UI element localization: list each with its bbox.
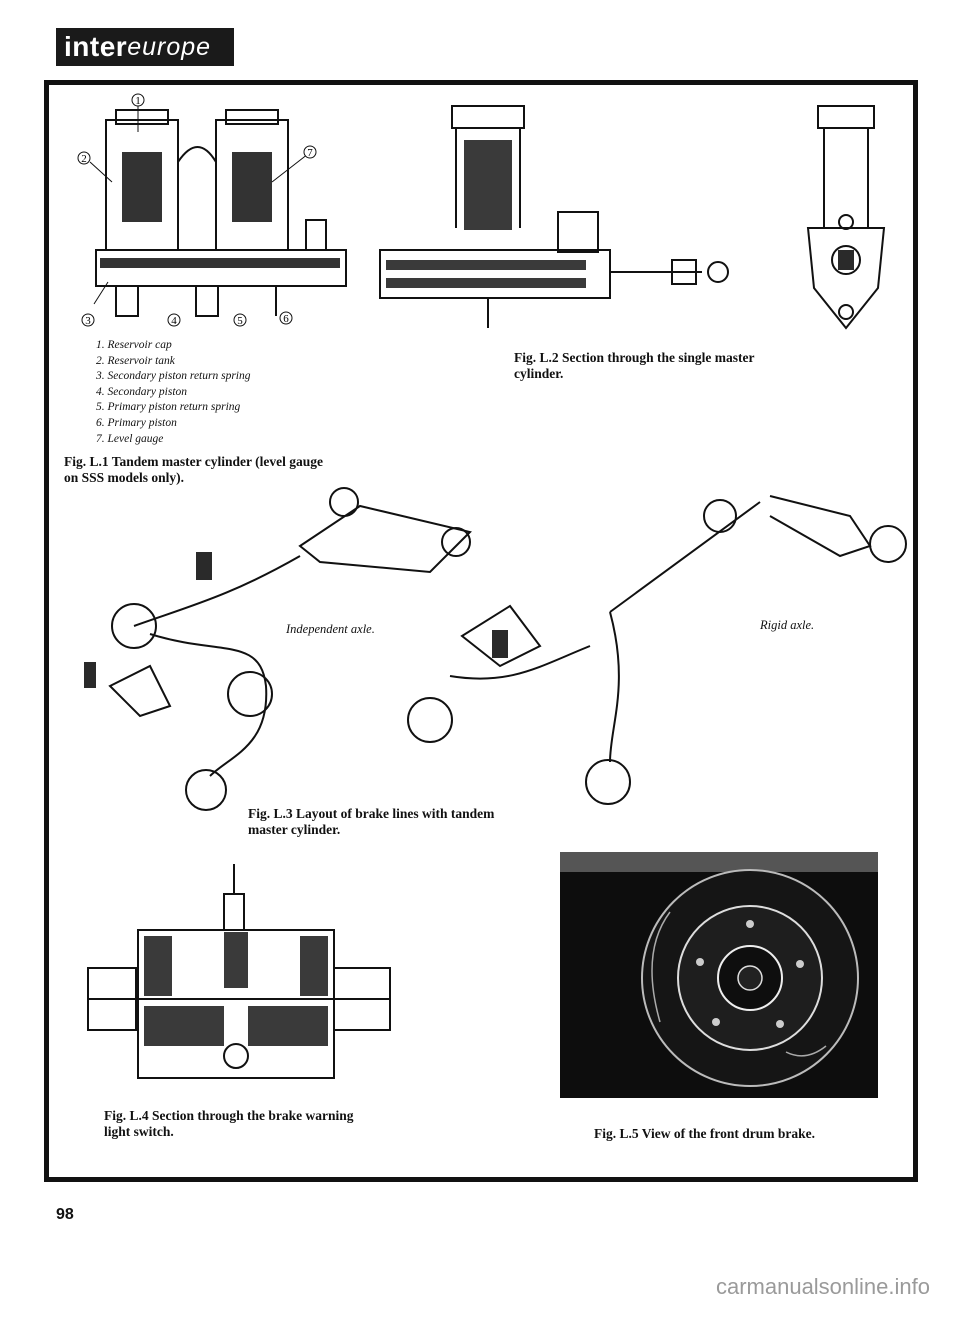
logo-text-light: europe xyxy=(127,32,212,61)
callout-7: 7 xyxy=(307,147,313,159)
page-number: 98 xyxy=(56,1206,74,1223)
logo-text-main: inter xyxy=(64,31,128,62)
callout-6: 6 xyxy=(283,313,289,325)
callout-4: 4 xyxy=(171,315,177,327)
fig-l4-illustration xyxy=(84,856,400,1080)
caption-line: Fig. L.1 Tandem master cylinder (level g… xyxy=(64,454,323,469)
caption-line: Fig. L.2 Section through the single mast… xyxy=(514,350,755,365)
label-independent-axle: Independent axle. xyxy=(286,622,375,636)
caption-line: Fig. L.3 Layout of brake lines with tand… xyxy=(248,806,495,821)
legend-item: 4. Secondary piston xyxy=(96,385,188,398)
caption-line: Fig. L.4 Section through the brake warni… xyxy=(104,1108,354,1123)
legend-item: 7. Level gauge xyxy=(96,432,164,445)
callout-1: 1 xyxy=(135,95,141,107)
label-rigid-axle: Rigid axle. xyxy=(760,618,815,632)
callout-2: 2 xyxy=(81,153,87,165)
legend-item: 1. Reservoir cap xyxy=(96,339,172,351)
fig-l3-illustration xyxy=(70,486,910,836)
fig-l2-illustration xyxy=(372,100,888,332)
caption-line: on SSS models only). xyxy=(64,470,185,485)
callout-3: 3 xyxy=(85,315,91,327)
callout-5: 5 xyxy=(237,315,243,327)
fig-l3-caption: Fig. L.3 Layout of brake lines with tand… xyxy=(248,806,494,838)
legend-item: 6. Primary piston xyxy=(96,416,177,429)
legend-item: 2. Reservoir tank xyxy=(96,354,175,367)
caption-line: light switch. xyxy=(104,1124,174,1139)
caption-line: master cylinder. xyxy=(248,822,341,837)
fig-l2-caption: Fig. L.2 Section through the single mast… xyxy=(514,350,755,382)
fig-l4-caption: Fig. L.4 Section through the brake warni… xyxy=(104,1108,354,1140)
legend-item: 5. Primary piston return spring xyxy=(96,401,241,414)
legend-item: 3. Secondary piston return spring xyxy=(96,370,251,383)
fig-l5-photo xyxy=(560,852,878,1098)
fig-l1-illustration: 1 2 3 4 5 6 7 xyxy=(76,92,356,336)
caption-line: cylinder. xyxy=(514,366,564,381)
watermark: carmanualsonline.info xyxy=(715,1274,930,1299)
fig-l1-legend: 1. Reservoir cap 2. Reservoir tank 3. Se… xyxy=(96,338,251,447)
fig-l5-caption: Fig. L.5 View of the front drum brake. xyxy=(594,1126,815,1141)
page-frame xyxy=(44,80,918,1182)
fig-l1-caption: Fig. L.1 Tandem master cylinder (level g… xyxy=(64,454,323,486)
